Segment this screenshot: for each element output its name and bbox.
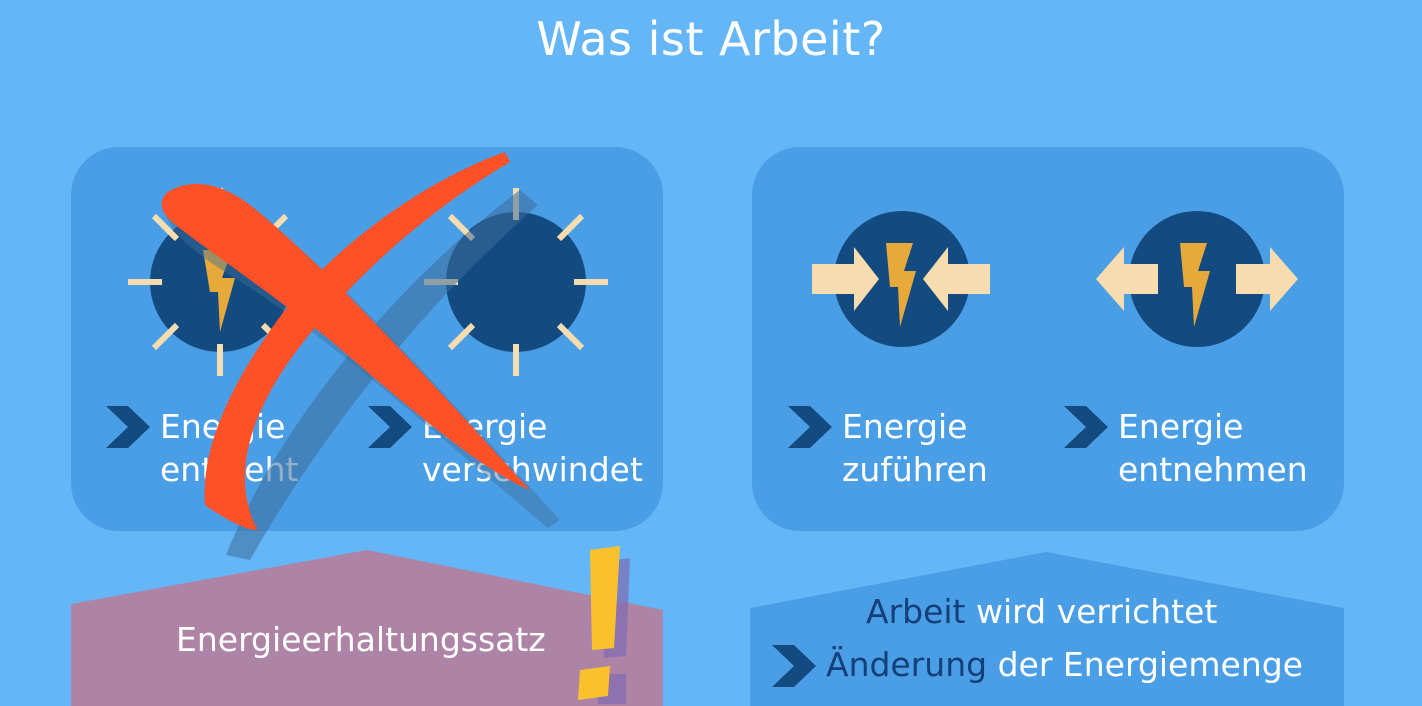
conservation-label: Energieerhaltungssatz xyxy=(176,620,546,659)
page-title: Was ist Arbeit? xyxy=(536,12,886,66)
chevron-right-icon xyxy=(772,645,816,687)
energy-burst-icon xyxy=(128,188,312,376)
chevron-right-icon xyxy=(1064,406,1108,448)
caption-extract-energy: Energie entnehmen xyxy=(1118,407,1308,489)
right-panel xyxy=(752,147,1344,531)
work-line-1: Arbeit wird verrichtet xyxy=(866,592,1218,631)
energy-outflow-icon xyxy=(1096,211,1298,347)
conservation-box xyxy=(71,550,663,706)
work-box xyxy=(750,552,1344,706)
energy-fade-icon xyxy=(424,188,608,376)
caption-energy-creation: Energie entsteht xyxy=(160,407,299,489)
energy-change-highlight: Änderung xyxy=(826,645,988,684)
energy-inflow-icon xyxy=(812,211,990,347)
work-highlight: Arbeit xyxy=(866,592,966,631)
caption-supply-energy: Energie zuführen xyxy=(842,407,988,489)
work-line-2: Änderung der Energiemenge xyxy=(826,645,1303,684)
exclamation-icon xyxy=(578,546,630,704)
caption-energy-disappears: Energie verschwindet xyxy=(422,407,643,489)
chevron-right-icon xyxy=(106,406,150,448)
chevron-right-icon xyxy=(368,406,412,448)
chevron-right-icon xyxy=(788,406,832,448)
